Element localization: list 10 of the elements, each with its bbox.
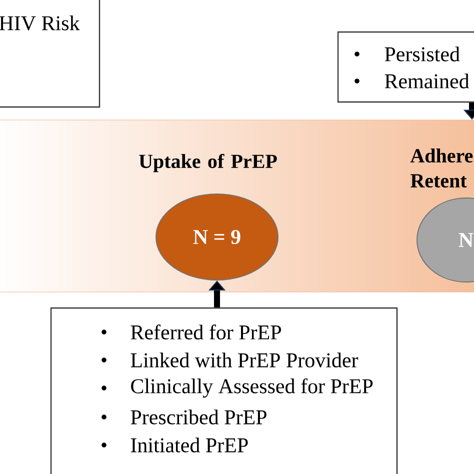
list-item: Linked with PrEP Provider — [130, 352, 358, 368]
stage-heading: Adhere Retent — [410, 148, 473, 188]
stage-heading: Uptake of PrEP — [139, 154, 277, 172]
list-item: Referred for PrEP — [130, 324, 281, 340]
list-item: Clinically Assessed for PrEP — [131, 378, 373, 398]
list-item: Prescribed PrEP — [130, 410, 266, 424]
list-item: Initiated PrEP — [130, 438, 248, 452]
list-item: Persisted — [384, 46, 460, 62]
band — [0, 120, 474, 292]
list-item: Remained — [384, 74, 470, 88]
